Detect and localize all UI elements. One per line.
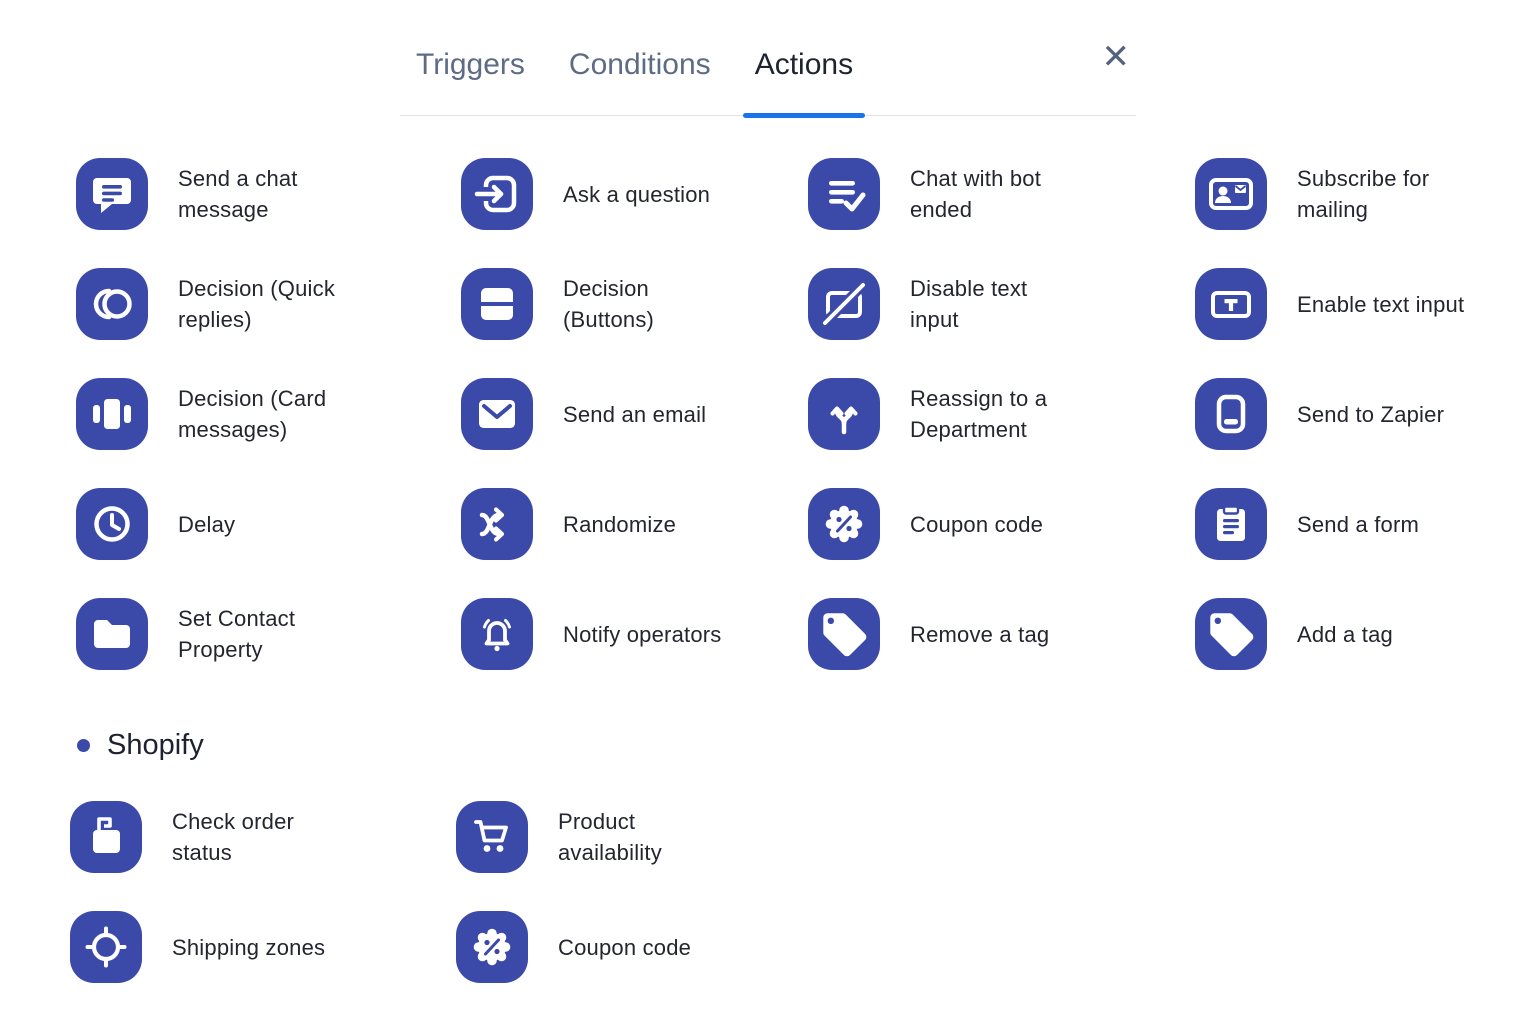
action-randomize[interactable]: Randomize — [461, 469, 808, 579]
zapier-box-icon — [1195, 378, 1267, 450]
action-item-label: Product availability — [558, 809, 662, 865]
action-decision-card-messages[interactable]: Decision (Card messages) — [76, 359, 461, 469]
shopify-section-title: Shopify — [107, 729, 204, 761]
action-item-label: Disable text input — [910, 276, 1028, 332]
action-product-availability[interactable]: Product availability — [456, 782, 796, 892]
folder-icon — [76, 598, 148, 670]
action-item-label: Randomize — [563, 511, 677, 537]
action-item-label: Check order status — [172, 809, 295, 865]
action-item-label: Coupon code — [910, 511, 1044, 537]
action-subscribe-for-mailing[interactable]: Subscribe for mailing — [1195, 139, 1525, 249]
modal-tab-bar: Triggers Conditions Actions ✕ — [400, 0, 1136, 118]
action-item-label: Ask a question — [563, 181, 711, 207]
action-item-label: Delay — [178, 511, 236, 537]
bullet-icon — [77, 738, 90, 752]
tag-icon — [1195, 598, 1267, 670]
bell-icon — [461, 598, 533, 670]
action-decision-quick-replies[interactable]: Decision (Quick replies) — [76, 249, 461, 359]
percent-badge-icon — [808, 488, 880, 560]
action-send-a-form[interactable]: Send a form — [1195, 469, 1525, 579]
action-set-contact-property[interactable]: Set Contact Property — [76, 579, 461, 689]
close-icon[interactable]: ✕ — [1101, 38, 1131, 76]
tag-icon — [808, 598, 880, 670]
percent-badge-icon — [456, 911, 528, 983]
shopping-cart-icon — [456, 801, 528, 873]
action-shopify-coupon-code[interactable]: Coupon code — [456, 892, 796, 1002]
action-shipping-zones[interactable]: Shipping zones — [70, 892, 456, 1002]
input-arrow-icon — [461, 158, 533, 230]
contact-card-icon — [1195, 158, 1267, 230]
action-item-label: Send a form — [1297, 511, 1420, 537]
action-disable-text-input[interactable]: Disable text input — [808, 249, 1195, 359]
disabled-input-icon — [808, 268, 880, 340]
clock-icon — [76, 488, 148, 560]
action-item-label: Set Contact Property — [178, 606, 296, 662]
action-send-an-email[interactable]: Send an email — [461, 359, 808, 469]
action-item-label: Subscribe for mailing — [1297, 166, 1430, 222]
location-target-icon — [70, 911, 142, 983]
action-item-label: Coupon code — [558, 934, 692, 960]
action-remove-a-tag[interactable]: Remove a tag — [808, 579, 1195, 689]
action-item-label: Reassign to a Department — [910, 386, 1048, 442]
shopify-section-header: Shopify — [77, 726, 204, 764]
action-add-a-tag[interactable]: Add a tag — [1195, 579, 1525, 689]
actions-grid: Send a chat message Ask a question Chat … — [76, 139, 1525, 689]
action-chat-with-bot-ended[interactable]: Chat with bot ended — [808, 139, 1195, 249]
action-ask-a-question[interactable]: Ask a question — [461, 139, 808, 249]
action-item-label: Decision (Card messages) — [178, 386, 327, 442]
action-check-order-status[interactable]: Check order status — [70, 782, 456, 892]
action-reassign-to-a-department[interactable]: Reassign to a Department — [808, 359, 1195, 469]
action-send-a-chat-message[interactable]: Send a chat message — [76, 139, 461, 249]
action-item-label: Send to Zapier — [1297, 401, 1445, 427]
action-item-label: Send a chat message — [178, 166, 298, 222]
shopping-bag-icon — [70, 801, 142, 873]
action-item-label: Send an email — [563, 401, 707, 427]
action-notify-operators[interactable]: Notify operators — [461, 579, 808, 689]
action-item-label: Shipping zones — [172, 934, 326, 960]
tab-list: Triggers Conditions Actions — [404, 48, 866, 118]
action-coupon-code[interactable]: Coupon code — [808, 469, 1195, 579]
chat-message-icon — [76, 158, 148, 230]
action-item-label: Decision (Quick replies) — [178, 276, 336, 332]
overlapping-circles-icon — [76, 268, 148, 340]
action-item-label: Enable text input — [1297, 291, 1465, 317]
tab-actions[interactable]: Actions — [742, 48, 866, 118]
text-input-icon — [1195, 268, 1267, 340]
shopify-actions-grid: Check order status Product availability … — [70, 782, 796, 1002]
action-send-to-zapier[interactable]: Send to Zapier — [1195, 359, 1525, 469]
action-item-label: Add a tag — [1297, 621, 1393, 647]
action-item-label: Remove a tag — [910, 621, 1050, 647]
action-delay[interactable]: Delay — [76, 469, 461, 579]
card-carousel-icon — [76, 378, 148, 450]
envelope-icon — [461, 378, 533, 450]
split-arrows-icon — [808, 378, 880, 450]
shuffle-icon — [461, 488, 533, 560]
action-item-label: Decision (Buttons) — [563, 276, 655, 332]
action-enable-text-input[interactable]: Enable text input — [1195, 249, 1525, 359]
list-check-icon — [808, 158, 880, 230]
clipboard-icon — [1195, 488, 1267, 560]
action-item-label: Notify operators — [563, 621, 722, 647]
action-decision-buttons[interactable]: Decision (Buttons) — [461, 249, 808, 359]
stacked-buttons-icon — [461, 268, 533, 340]
tab-conditions[interactable]: Conditions — [568, 48, 711, 81]
tab-triggers[interactable]: Triggers — [416, 48, 525, 81]
action-item-label: Chat with bot ended — [910, 166, 1042, 222]
